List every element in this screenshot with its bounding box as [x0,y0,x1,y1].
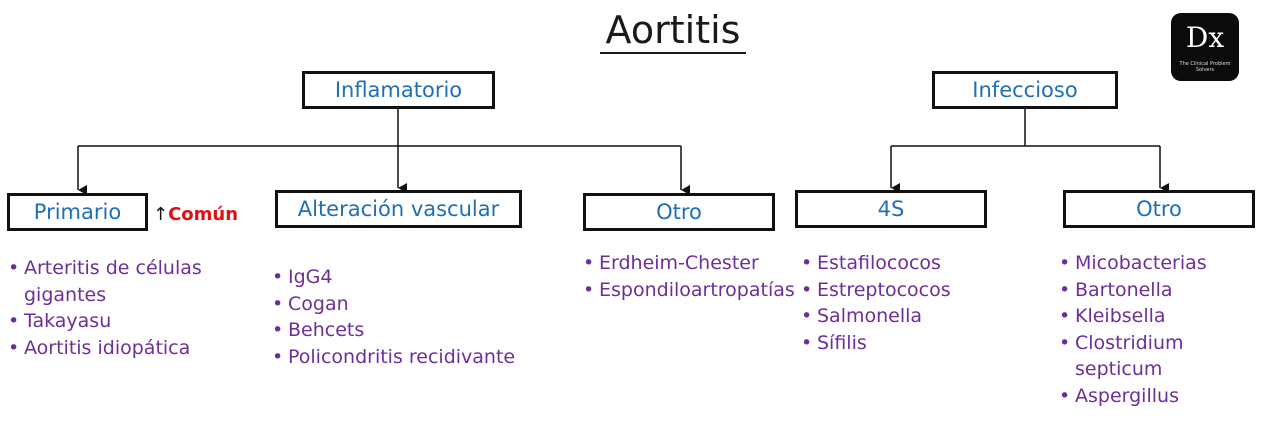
list-item: Cogan [272,291,552,318]
infectious-box: Infeccioso [932,71,1118,109]
list-item: Policondritis recidivante [272,344,552,371]
list-item: Behcets [272,317,552,344]
common-note: ↑Común [153,204,238,225]
inflammatory-other-list: Erdheim-Chester Espondiloartropatías [583,250,795,304]
primary-box: Primario [7,193,148,231]
logo-mark: Dx [1185,21,1225,54]
dx-logo: Dx The Clinical Problem Solvers [1171,13,1239,81]
list-item: Estafilococos [801,250,1001,277]
list-item: Kleibsella [1059,303,1269,330]
infectious-other-list: Micobacterias Bartonella Kleibsella Clos… [1059,250,1269,409]
list-item: Clostridium septicum [1059,330,1269,383]
list-item: Takayasu [8,308,208,335]
inflammatory-box: Inflamatorio [302,71,495,109]
list-item: Estreptococos [801,277,1001,304]
list-item: IgG4 [272,264,552,291]
four-s-box: 4S [795,190,987,228]
list-item: Arteritis de células gigantes [8,255,208,308]
list-item: Espondiloartropatías [583,277,795,304]
list-item: Sífilis [801,330,1001,357]
inflammatory-other-box: Otro [583,193,775,231]
list-item: Bartonella [1059,277,1269,304]
list-item: Salmonella [801,303,1001,330]
logo-subtitle: The Clinical Problem Solvers [1179,61,1231,73]
list-item: Aspergillus [1059,383,1269,410]
vascular-list: IgG4 Cogan Behcets Policondritis recidiv… [272,264,552,370]
list-item: Micobacterias [1059,250,1269,277]
up-arrow-icon: ↑ [153,204,169,225]
diagram-title: Aortitis [600,8,746,54]
common-label: Común [168,204,239,225]
vascular-box: Alteración vascular [275,190,522,228]
primary-list: Arteritis de células gigantes Takayasu A… [8,255,208,361]
list-item: Aortitis idiopática [8,335,208,362]
four-s-list: Estafilococos Estreptococos Salmonella S… [801,250,1001,356]
list-item: Erdheim-Chester [583,250,793,277]
infectious-other-box: Otro [1063,190,1255,228]
